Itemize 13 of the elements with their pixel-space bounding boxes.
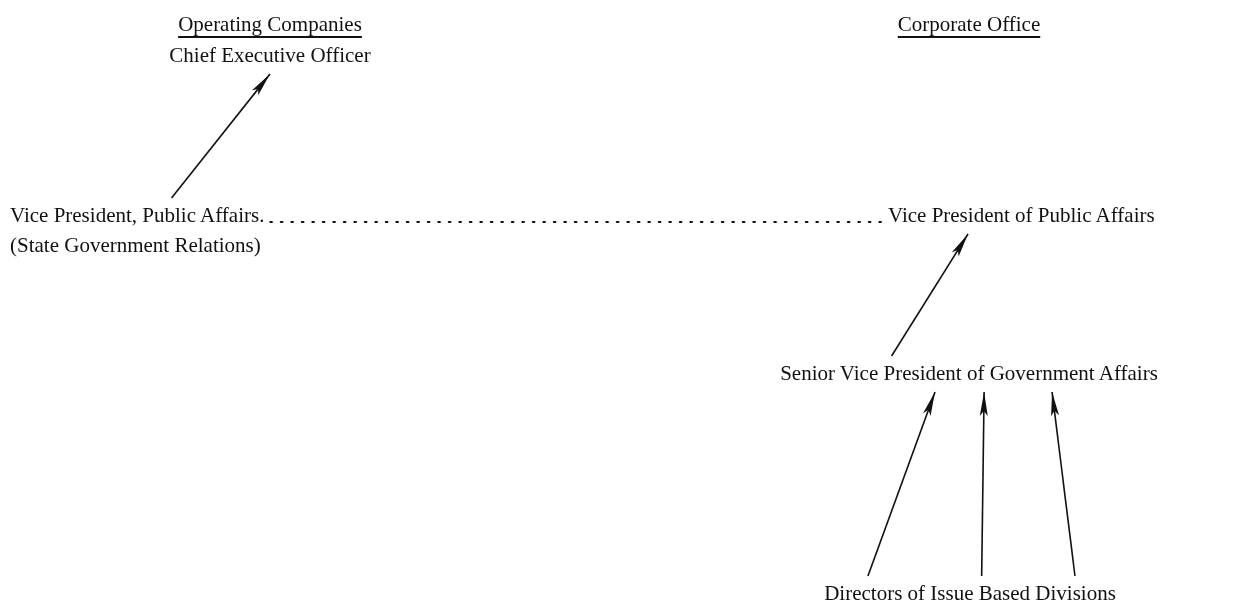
arrow (170, 73, 271, 199)
title-text: Vice President, Public Affairs. (10, 202, 265, 229)
title-text: Chief Executive Officer (169, 42, 371, 69)
column-heading: Operating Companies (178, 11, 362, 38)
title-text: (State Government Relations) (10, 232, 262, 259)
column-heading: Corporate Office (897, 11, 1041, 38)
title-text: Senior Vice President of Government Affairs (780, 360, 1158, 387)
title-text: Vice President of Public Affairs (888, 202, 1155, 229)
arrow (867, 391, 936, 577)
arrow (979, 391, 988, 577)
arrow (1051, 391, 1076, 577)
arrow (890, 233, 969, 357)
title-text: Directors of Issue Based Divisions (824, 580, 1116, 607)
